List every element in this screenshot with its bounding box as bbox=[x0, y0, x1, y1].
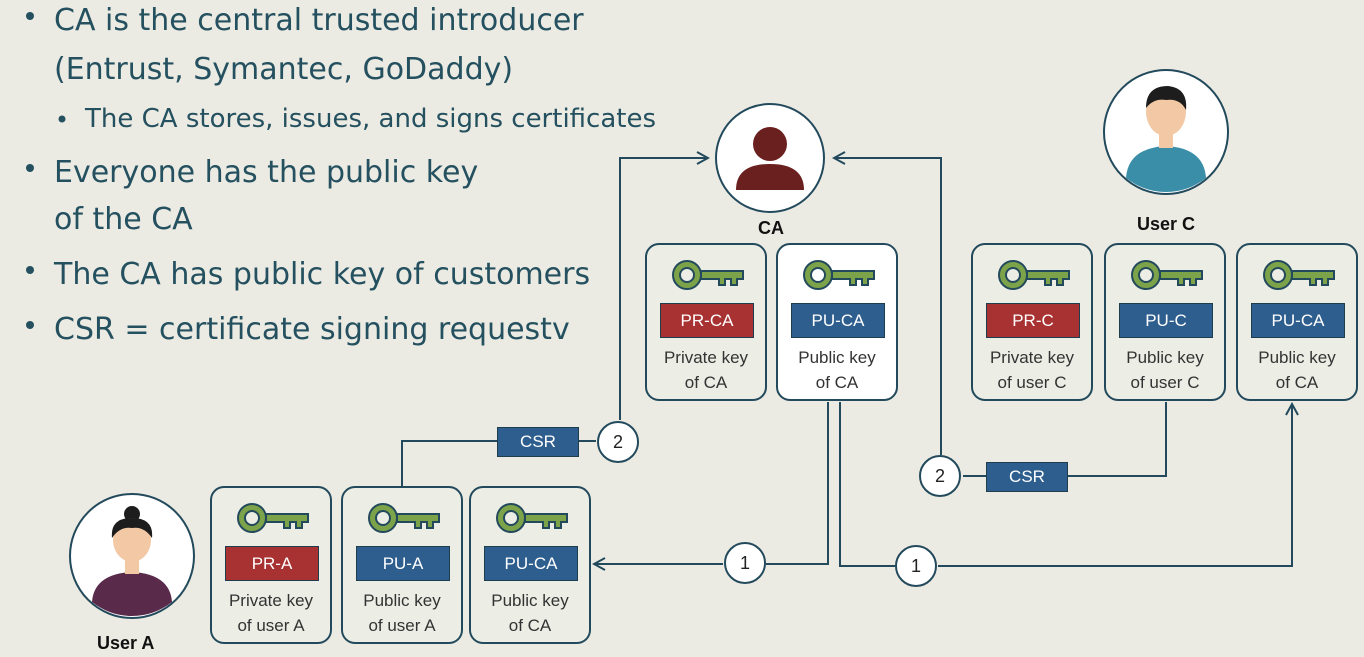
key-icon bbox=[496, 503, 568, 533]
a-public-key-tag: PU-A bbox=[356, 546, 450, 581]
csr-a-tag: CSR bbox=[497, 427, 579, 457]
ca-label: CA bbox=[758, 218, 784, 238]
csr-a-to-ca-line bbox=[578, 158, 708, 442]
subbullet-ca-stores: The CA stores, issues, and signs certifi… bbox=[85, 104, 657, 134]
bullet-dot bbox=[26, 164, 34, 172]
key-icon bbox=[998, 260, 1070, 290]
c-public-key-tag: PU-C bbox=[1119, 303, 1213, 338]
step-1-c-circle: 1 bbox=[895, 545, 937, 587]
bullet-ca-examples: (Entrust, Symantec, GoDaddy) bbox=[54, 52, 514, 87]
step-2-a-circle: 2 bbox=[597, 421, 639, 463]
user-a-avatar-icon bbox=[69, 493, 195, 619]
c-private-key-tag: PR-C bbox=[986, 303, 1080, 338]
bullet-ca-customer-keys: The CA has public key of customers bbox=[54, 257, 591, 292]
key-icon bbox=[803, 260, 875, 290]
key-icon bbox=[1131, 260, 1203, 290]
bullet-dot bbox=[58, 115, 66, 123]
bullet-ca-introducer: CA is the central trusted introducer bbox=[54, 3, 584, 38]
user-c-avatar-icon bbox=[1103, 69, 1229, 195]
step-2-c-circle: 2 bbox=[919, 455, 961, 497]
bullet-csr-definition: CSR = certificate signing requestv bbox=[54, 312, 570, 347]
dist-a-line bbox=[594, 402, 829, 564]
key-icon bbox=[1263, 260, 1335, 290]
a-ca-public-key-tag: PU-CA bbox=[484, 546, 578, 581]
bullet-everyone-public-key-cont: of the CA bbox=[54, 202, 193, 237]
bullet-dot bbox=[26, 266, 34, 274]
bullet-everyone-public-key: Everyone has the public key bbox=[54, 155, 479, 190]
bullet-dot bbox=[26, 12, 34, 20]
csr-c-tag: CSR bbox=[986, 462, 1068, 492]
csr-c-line bbox=[1068, 402, 1167, 477]
c-ca-public-key-tag: PU-CA bbox=[1251, 303, 1345, 338]
a-private-key-tag: PR-A bbox=[225, 546, 319, 581]
user-c-label: User C bbox=[1137, 214, 1196, 234]
user-a-label: User A bbox=[97, 633, 155, 653]
dist-c-line bbox=[839, 402, 1292, 567]
key-icon bbox=[672, 260, 744, 290]
step-1-a-circle: 1 bbox=[724, 542, 766, 584]
key-icon bbox=[237, 503, 309, 533]
csr-c-to-ca-line bbox=[834, 158, 986, 477]
ca-avatar-icon bbox=[715, 103, 825, 213]
key-icon bbox=[368, 503, 440, 533]
ca-private-key-tag: PR-CA bbox=[660, 303, 754, 338]
csr-a-line bbox=[401, 440, 497, 487]
bullet-dot bbox=[26, 321, 34, 329]
ca-public-key-tag: PU-CA bbox=[791, 303, 885, 338]
